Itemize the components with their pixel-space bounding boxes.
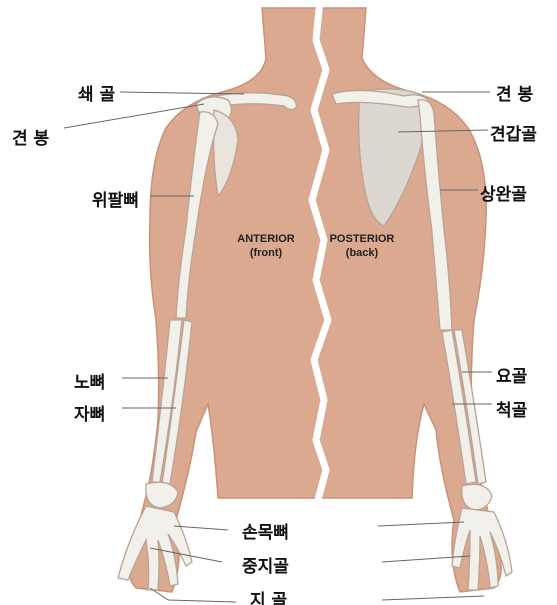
label-ulna: 자뼈 <box>74 400 105 425</box>
anterior-subtitle: (front) <box>228 246 304 260</box>
label-ulna-right: 척골 <box>496 396 527 421</box>
label-acromion-left: 견 봉 <box>12 124 49 149</box>
posterior-caption: POSTERIOR (back) <box>322 232 402 260</box>
label-scapula: 견갑골 <box>490 120 537 145</box>
label-acromion-right: 견 봉 <box>496 80 533 105</box>
posterior-subtitle: (back) <box>322 246 402 260</box>
label-radius: 노뼈 <box>74 368 105 393</box>
anterior-caption: ANTERIOR (front) <box>228 232 304 260</box>
anterior-title: ANTERIOR <box>228 232 304 246</box>
posterior-title: POSTERIOR <box>322 232 402 246</box>
carpals-right <box>462 484 492 510</box>
hand-left <box>118 506 192 590</box>
leader-carpals-right <box>378 522 464 526</box>
label-phalanges: 지 골 <box>250 586 287 605</box>
label-metacarpals: 중지골 <box>242 552 289 577</box>
label-radius-right: 요골 <box>496 362 527 387</box>
label-clavicle: 쇄 골 <box>78 80 115 105</box>
label-humerus-right: 상완골 <box>480 180 527 205</box>
label-humerus: 위팔뼈 <box>92 186 139 211</box>
leader-phalanges-right <box>382 596 484 600</box>
leader-phalanges-left-2 <box>168 600 236 602</box>
label-carpals: 손목뼈 <box>242 518 289 543</box>
